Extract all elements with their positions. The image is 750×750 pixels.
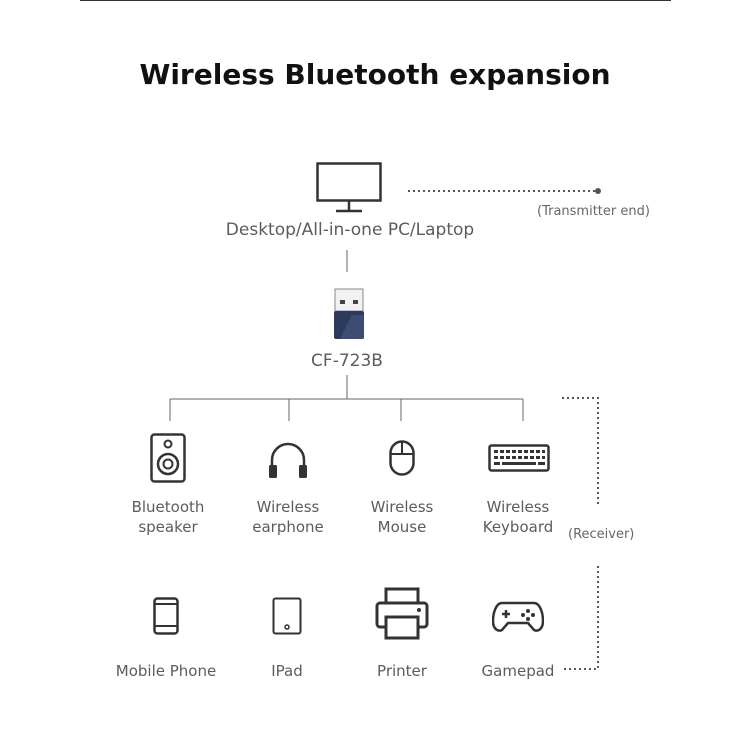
transmitter-dot (595, 188, 601, 194)
speaker-label-line1: Bluetooth (131, 498, 205, 516)
adapter-label: CF-723B (311, 351, 383, 371)
mouse-label-line2: Mouse (377, 518, 427, 536)
gamepad-icon (492, 601, 544, 632)
printer-icon (375, 587, 429, 640)
receiver-dotted-bracket-top (562, 397, 599, 505)
top-divider (80, 0, 671, 1)
mouse-label-line1: Wireless (370, 498, 434, 516)
mouse-label: Wireless Mouse (352, 497, 452, 537)
keyboard-label-line2: Keyboard (482, 518, 554, 536)
ipad-label: IPad (271, 662, 303, 680)
speaker-label-line2: speaker (138, 518, 198, 536)
receiver-dotted-bracket-bottom (562, 566, 599, 670)
speaker-icon (150, 433, 186, 483)
earphone-label-line2: earphone (252, 518, 324, 536)
tablet-icon (272, 597, 302, 635)
receiver-note: (Receiver) (568, 527, 635, 542)
earphone-label-line1: Wireless (256, 498, 320, 516)
page-title: Wireless Bluetooth expansion (139, 58, 611, 91)
headphones-icon (269, 442, 307, 478)
usb-dongle-icon (334, 288, 364, 339)
keyboard-icon (488, 444, 550, 472)
earphone-label: Wireless earphone (238, 497, 338, 537)
transmitter-note: (Transmitter end) (537, 204, 650, 219)
monitor-icon (316, 162, 382, 213)
speaker-label: Bluetooth speaker (118, 497, 218, 537)
keyboard-label: Wireless Keyboard (468, 497, 568, 537)
phone-icon (153, 597, 179, 635)
phone-label: Mobile Phone (115, 662, 217, 680)
host-label: Desktop/All-in-one PC/Laptop (225, 220, 475, 240)
gamepad-label: Gamepad (481, 662, 555, 680)
mouse-icon (389, 440, 415, 476)
printer-label: Printer (377, 662, 427, 680)
keyboard-label-line1: Wireless (486, 498, 550, 516)
